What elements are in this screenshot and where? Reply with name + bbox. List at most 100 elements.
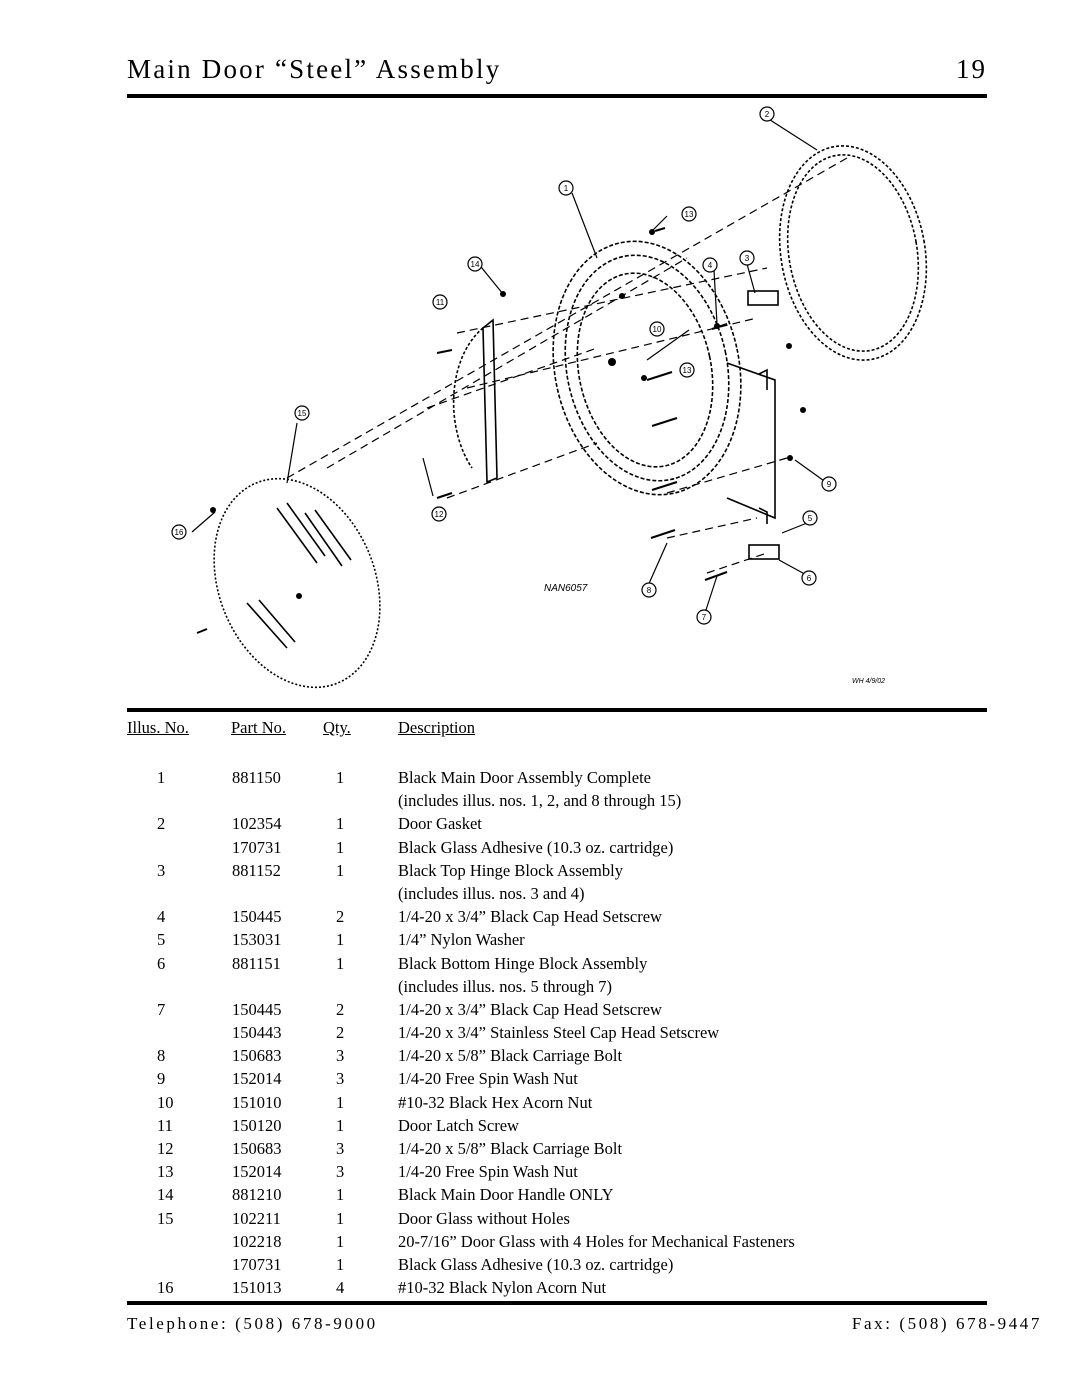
svg-text:11: 11 xyxy=(436,298,445,307)
part-cell: 150445 xyxy=(232,907,282,927)
qty-cell: 1 xyxy=(336,953,345,973)
part-cell: 102211 xyxy=(232,1208,281,1228)
door-handle-shape xyxy=(452,318,498,484)
part-cell: 150445 xyxy=(232,999,282,1019)
top-hinge-block-shape xyxy=(747,290,779,306)
qty-cell: 3 xyxy=(336,1069,345,1089)
desc-cell: Black Main Door Handle ONLY xyxy=(398,1185,614,1205)
illus-cell: 16 xyxy=(157,1278,174,1298)
svg-text:4: 4 xyxy=(708,261,713,270)
desc-cell: Black Top Hinge Block Assembly xyxy=(398,860,623,880)
part-cell: 102218 xyxy=(232,1231,282,1251)
illus-cell: 1 xyxy=(157,768,166,787)
hinge-plate-shape xyxy=(726,362,776,524)
part-cell: 152014 xyxy=(232,1162,282,1182)
table-row: 102218 1 20-7/16” Door Glass with 4 Holes … xyxy=(127,1230,987,1253)
table-row: 15 102211 1 Door Glass without Holes xyxy=(127,1207,987,1230)
header-qty: Qty. xyxy=(323,718,351,737)
part-cell: 151010 xyxy=(232,1092,282,1112)
table-row: 10 151010 1 #10-32 Black Hex Acorn Nut xyxy=(127,1091,987,1114)
qty-cell: 1 xyxy=(336,1092,345,1112)
desc-cell: Door Glass without Holes xyxy=(398,1208,570,1228)
qty-cell: 4 xyxy=(336,1278,345,1298)
illus-cell: 14 xyxy=(157,1185,174,1205)
svg-text:12: 12 xyxy=(435,510,444,519)
desc-cell: Door Gasket xyxy=(398,814,482,834)
desc-cell: #10-32 Black Hex Acorn Nut xyxy=(398,1092,593,1112)
footer-rule xyxy=(127,1301,987,1305)
qty-cell: 3 xyxy=(336,1046,345,1066)
part-cell: 151013 xyxy=(232,1278,282,1298)
part-cell: 881210 xyxy=(232,1185,282,1205)
part-cell: 153031 xyxy=(232,930,282,950)
desc-cell: #10-32 Black Nylon Acorn Nut xyxy=(398,1278,607,1298)
fax-text: Fax: (508) 678-9447 xyxy=(851,1314,1042,1333)
svg-text:6: 6 xyxy=(807,574,812,583)
date-mark: WH 4/9/02 xyxy=(852,678,885,685)
desc-cell: Black Glass Adhesive (10.3 oz. cartridge… xyxy=(398,837,674,857)
svg-text:3: 3 xyxy=(745,254,750,263)
svg-text:1: 1 xyxy=(564,184,569,193)
qty-cell: 1 xyxy=(336,860,345,880)
illus-cell: 15 xyxy=(157,1208,174,1228)
svg-text:14: 14 xyxy=(471,260,480,269)
desc-cell: (includes illus. nos. 5 through 7) xyxy=(398,976,613,996)
svg-text:7: 7 xyxy=(702,613,707,622)
illus-cell: 3 xyxy=(157,860,166,880)
desc-cell: Door Latch Screw xyxy=(398,1115,519,1135)
qty-cell: 1 xyxy=(336,837,345,857)
desc-cell: 1/4-20 x 5/8” Black Carriage Bolt xyxy=(398,1139,623,1158)
door-frame-shape xyxy=(552,240,742,496)
illus-cell: 11 xyxy=(157,1115,173,1135)
desc-cell: 1/4-20 x 3/4” Black Cap Head Setscrew xyxy=(398,907,662,927)
table-row: 3 881152 1 Black Top Hinge Block Assembly xyxy=(127,859,987,882)
svg-text:16: 16 xyxy=(175,528,184,537)
part-cell: 102354 xyxy=(232,814,282,834)
page-title: Main Door “Steel” Assembly xyxy=(127,54,502,84)
qty-cell: 1 xyxy=(336,1254,345,1274)
illus-cell: 10 xyxy=(157,1092,174,1112)
desc-cell: 1/4-20 x 3/4” Stainless Steel Cap Head S… xyxy=(398,1023,720,1043)
callout-bubbles xyxy=(171,106,837,625)
qty-cell: 2 xyxy=(336,1023,345,1043)
part-cell: 881152 xyxy=(232,860,281,880)
desc-cell: 20-7/16” Door Glass with 4 Holes for Mec… xyxy=(398,1231,795,1251)
desc-cell: Black Main Door Assembly Complete xyxy=(398,768,651,787)
qty-cell: 1 xyxy=(336,1231,345,1251)
qty-cell: 1 xyxy=(336,814,345,834)
header-rule xyxy=(127,94,987,98)
desc-cell: 1/4-20 Free Spin Wash Nut xyxy=(398,1162,578,1182)
qty-cell: 2 xyxy=(336,907,345,927)
desc-cell: 1/4-20 x 3/4” Black Cap Head Setscrew xyxy=(398,999,662,1019)
svg-text:13: 13 xyxy=(683,366,692,375)
table-row: 16 151013 4 #10-32 Black Nylon Acorn Nut xyxy=(127,1276,987,1299)
qty-cell: 1 xyxy=(336,1208,345,1228)
svg-text:15: 15 xyxy=(298,409,307,418)
header-desc: Description xyxy=(398,718,475,737)
page-number: 19 xyxy=(956,54,987,84)
desc-cell: (includes illus. nos. 3 and 4) xyxy=(398,883,585,903)
illus-cell: 6 xyxy=(157,953,166,973)
desc-cell: (includes illus. nos. 1, 2, and 8 throug… xyxy=(398,791,682,811)
table-rule xyxy=(127,708,987,712)
desc-cell: 1/4-20 x 5/8” Black Carriage Bolt xyxy=(398,1046,623,1066)
door-gasket-shape xyxy=(778,145,928,361)
header-illus: Illus. No. xyxy=(127,718,189,737)
part-cell: 150683 xyxy=(232,1139,282,1158)
desc-cell: Black Bottom Hinge Block Assembly xyxy=(398,953,648,973)
part-cell: 170731 xyxy=(232,1254,282,1274)
qty-cell: 1 xyxy=(336,930,345,950)
